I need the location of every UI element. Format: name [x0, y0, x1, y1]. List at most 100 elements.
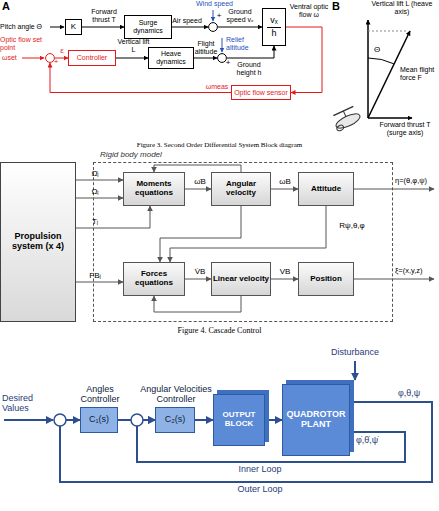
- junction-circle: [209, 23, 218, 32]
- signal-label: Ground height h: [232, 61, 266, 76]
- connector: [50, 63, 231, 93]
- process-box: Angular velocity: [211, 172, 271, 206]
- connector: [271, 189, 298, 190]
- panel-letter: B: [332, 0, 340, 12]
- block-box: K: [65, 19, 82, 35]
- controller-box: Angles ControllerC₁(s): [80, 407, 118, 433]
- disturbance-arrow: [222, 38, 223, 52]
- connector: [271, 279, 298, 280]
- node-text: Surge dynamics: [125, 19, 171, 34]
- junction-circle: [218, 54, 227, 63]
- summing-junction: +: [217, 53, 227, 63]
- signal-label: Pitch angle Θ: [0, 23, 50, 31]
- disturbance-arrow: [354, 361, 356, 380]
- node-heading: +: [225, 59, 231, 68]
- node-text: Forces equations: [124, 270, 184, 288]
- node-text: Optic flow sensor: [234, 89, 288, 97]
- signal-label: Air speed: [170, 17, 204, 25]
- node-text: Position: [310, 275, 342, 284]
- connector: [76, 180, 123, 181]
- axis-label: Vertical lift L (heave axis): [366, 0, 438, 15]
- connector: [116, 58, 148, 59]
- process-box: Propulsion system (x 4): [0, 162, 76, 322]
- signal-label: Rψ,θ,φ: [330, 222, 374, 231]
- node-text: OUTPUT BLOCK: [214, 411, 264, 429]
- controller-box: Angular Velocities ControllerC₂(s): [155, 407, 195, 433]
- process-box: Linear velocity: [211, 262, 271, 296]
- node-text: Angular velocity: [212, 180, 270, 198]
- block-box: Heave dynamics: [148, 47, 194, 69]
- signal-label: Ground speed vₓ: [221, 8, 259, 23]
- disturbance-arrow: [213, 10, 214, 21]
- summing-junction: +: [45, 53, 55, 63]
- connector: [172, 27, 208, 28]
- angle-arc: [368, 58, 394, 64]
- connector: [154, 165, 241, 172]
- summing-junction: [131, 414, 143, 426]
- controller-box: Controller: [68, 50, 116, 66]
- signal-label: V̇B: [188, 268, 212, 277]
- connector: [82, 27, 124, 28]
- connector: [286, 27, 322, 93]
- input-arrow: [50, 27, 64, 28]
- connector: [170, 206, 326, 262]
- connector: [154, 296, 241, 312]
- connector: [218, 27, 262, 28]
- output-arrow: [354, 279, 434, 280]
- figure-caption: Figure 4. Cascade Control: [0, 327, 439, 336]
- output-label: ξ=(x,y,z): [395, 267, 423, 275]
- signal-label: FBᵢ: [80, 272, 110, 281]
- process-box: Position: [298, 262, 354, 296]
- input-label: Disturbance: [331, 348, 379, 358]
- controller-box: Optic flow sensor: [231, 85, 291, 100]
- node-text: Moments equations: [124, 180, 184, 198]
- node-heading: Angles Controller: [69, 385, 131, 405]
- force-vector: [368, 117, 412, 119]
- angle-label: Θ: [374, 46, 380, 55]
- construction-line: [368, 31, 408, 32]
- node-text: Linear velocity: [213, 275, 269, 284]
- node-text: h: [271, 29, 276, 39]
- signal-label: Ventral optic flow ω: [287, 3, 331, 18]
- connector: [185, 279, 211, 280]
- signal-label: ε: [58, 47, 66, 56]
- node-text: Controller: [77, 54, 107, 62]
- process-box: QUADROTOR PLANT: [282, 384, 350, 456]
- output-label: η=(θ,φ,ψ): [395, 177, 427, 185]
- node-text: K: [71, 23, 76, 32]
- input-arrow: [4, 419, 53, 421]
- signal-label: Vertical lift L: [117, 38, 150, 53]
- junction-circle: [46, 54, 55, 63]
- node-text: C₂(s): [165, 415, 186, 425]
- output-label: φ̇,θ̇,ψ̇: [356, 436, 378, 446]
- node-heading: Rigid body model: [100, 151, 210, 160]
- process-box: OUTPUT BLOCK: [213, 394, 265, 446]
- node-text: Heave dynamics: [149, 50, 193, 65]
- node-text: Attitude: [311, 185, 341, 194]
- signal-label: Tᵢ: [80, 218, 110, 227]
- connector: [265, 419, 282, 421]
- signal-label: Ωᵢ: [80, 188, 110, 197]
- connector: [76, 206, 150, 228]
- junction-outline: [208, 22, 218, 32]
- junction-outline: [217, 53, 227, 63]
- ellipse-shape: [336, 124, 344, 131]
- output-label: φ,θ,ψ: [398, 389, 420, 399]
- node-text: vₓ: [267, 16, 280, 28]
- node-heading: +: [216, 12, 222, 21]
- output-arrow: [354, 189, 434, 190]
- connector: [185, 189, 211, 190]
- line-shape: [333, 106, 353, 115]
- axis-label: Mean flight force F: [400, 66, 438, 81]
- signal-label: Optic flow set point: [0, 36, 44, 51]
- node-text: QUADROTOR PLANT: [283, 410, 349, 430]
- signal-label: Forward thrust T: [84, 8, 124, 23]
- connector: [76, 198, 123, 199]
- signal-label: Ω̇ᵢ: [80, 170, 110, 179]
- signal-label: Outer Loop: [220, 485, 300, 495]
- figure-caption: Figure 3. Second Order Differential Syst…: [0, 142, 439, 150]
- node-text: Propulsion system (x 4): [1, 232, 75, 252]
- node-heading: Angular Velocities Controller: [137, 385, 215, 405]
- process-box: Attitude: [298, 172, 354, 206]
